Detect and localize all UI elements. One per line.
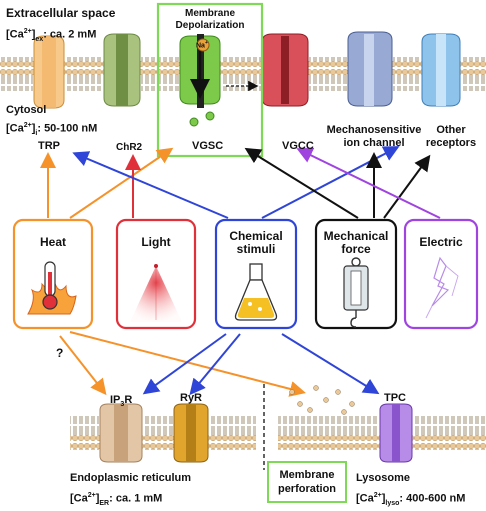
thermometer-icon [27, 261, 77, 315]
other-receptors-label: Other receptors [425, 124, 477, 149]
membrane-depolarization-label: Membrane Depolarization [175, 8, 245, 31]
perforation-box [267, 461, 347, 503]
membrane-perforation-label: Membrane perforation [277, 469, 337, 495]
plasma-membrane [0, 57, 486, 91]
mechanosensitive-channel-graphic [347, 31, 393, 107]
ca-extracellular-concentration: [Ca2+]ex: ca. 2 mM [6, 28, 97, 43]
chr2-label: ChR2 [116, 142, 143, 153]
other-receptor-graphic [421, 33, 461, 107]
light-label: Light [141, 235, 171, 249]
ryr-label: RyR [180, 392, 203, 404]
er-label: Endoplasmic reticulum [70, 472, 192, 484]
spring-scale-icon [343, 257, 369, 328]
electric-label: Electric [419, 235, 463, 249]
vgsc-channel-graphic [179, 34, 221, 127]
chr2-channel-graphic [103, 33, 141, 107]
lysosome-label: Lysosome [356, 472, 411, 484]
tpc-label: TPC [384, 392, 406, 404]
middle-channel-graphic [261, 33, 309, 107]
perforation-fragments [289, 385, 355, 415]
er-membrane [70, 416, 256, 450]
ca-cytosol-concentration: [Ca2+]i: 50-100 nM [6, 122, 98, 137]
mechanosensitive-label: Mechanosensitive ion channel [326, 124, 422, 149]
vgcc-label: VGCC [282, 140, 314, 152]
question-mark: ? [56, 346, 64, 360]
trp-channel-graphic [33, 35, 65, 109]
ca-lysosome-concentration: [Ca2+]lyso: 400-600 nM [356, 492, 466, 507]
trp-label: TRP [38, 140, 60, 152]
ca-er-concentration: [Ca2+]ER: ca. 1 mM [70, 492, 163, 507]
extracellular-label: Extracellular space [6, 6, 116, 20]
lightning-icon [425, 256, 459, 319]
electric-box [403, 218, 479, 330]
ip3r-label: IP3R [110, 394, 133, 409]
vgsc-highlight-box [156, 2, 264, 158]
flask-icon [234, 263, 278, 321]
cytosol-label: Cytosol [6, 104, 47, 116]
vgsc-label: VGSC [192, 140, 224, 152]
heat-label: Heat [39, 235, 66, 249]
tpc-channel-graphic [379, 403, 413, 463]
ip3r-channel-graphic [99, 403, 143, 463]
ryr-channel-graphic [173, 403, 209, 463]
light-beam-icon [130, 264, 182, 322]
sodium-ion-label: Na+ [196, 40, 208, 50]
